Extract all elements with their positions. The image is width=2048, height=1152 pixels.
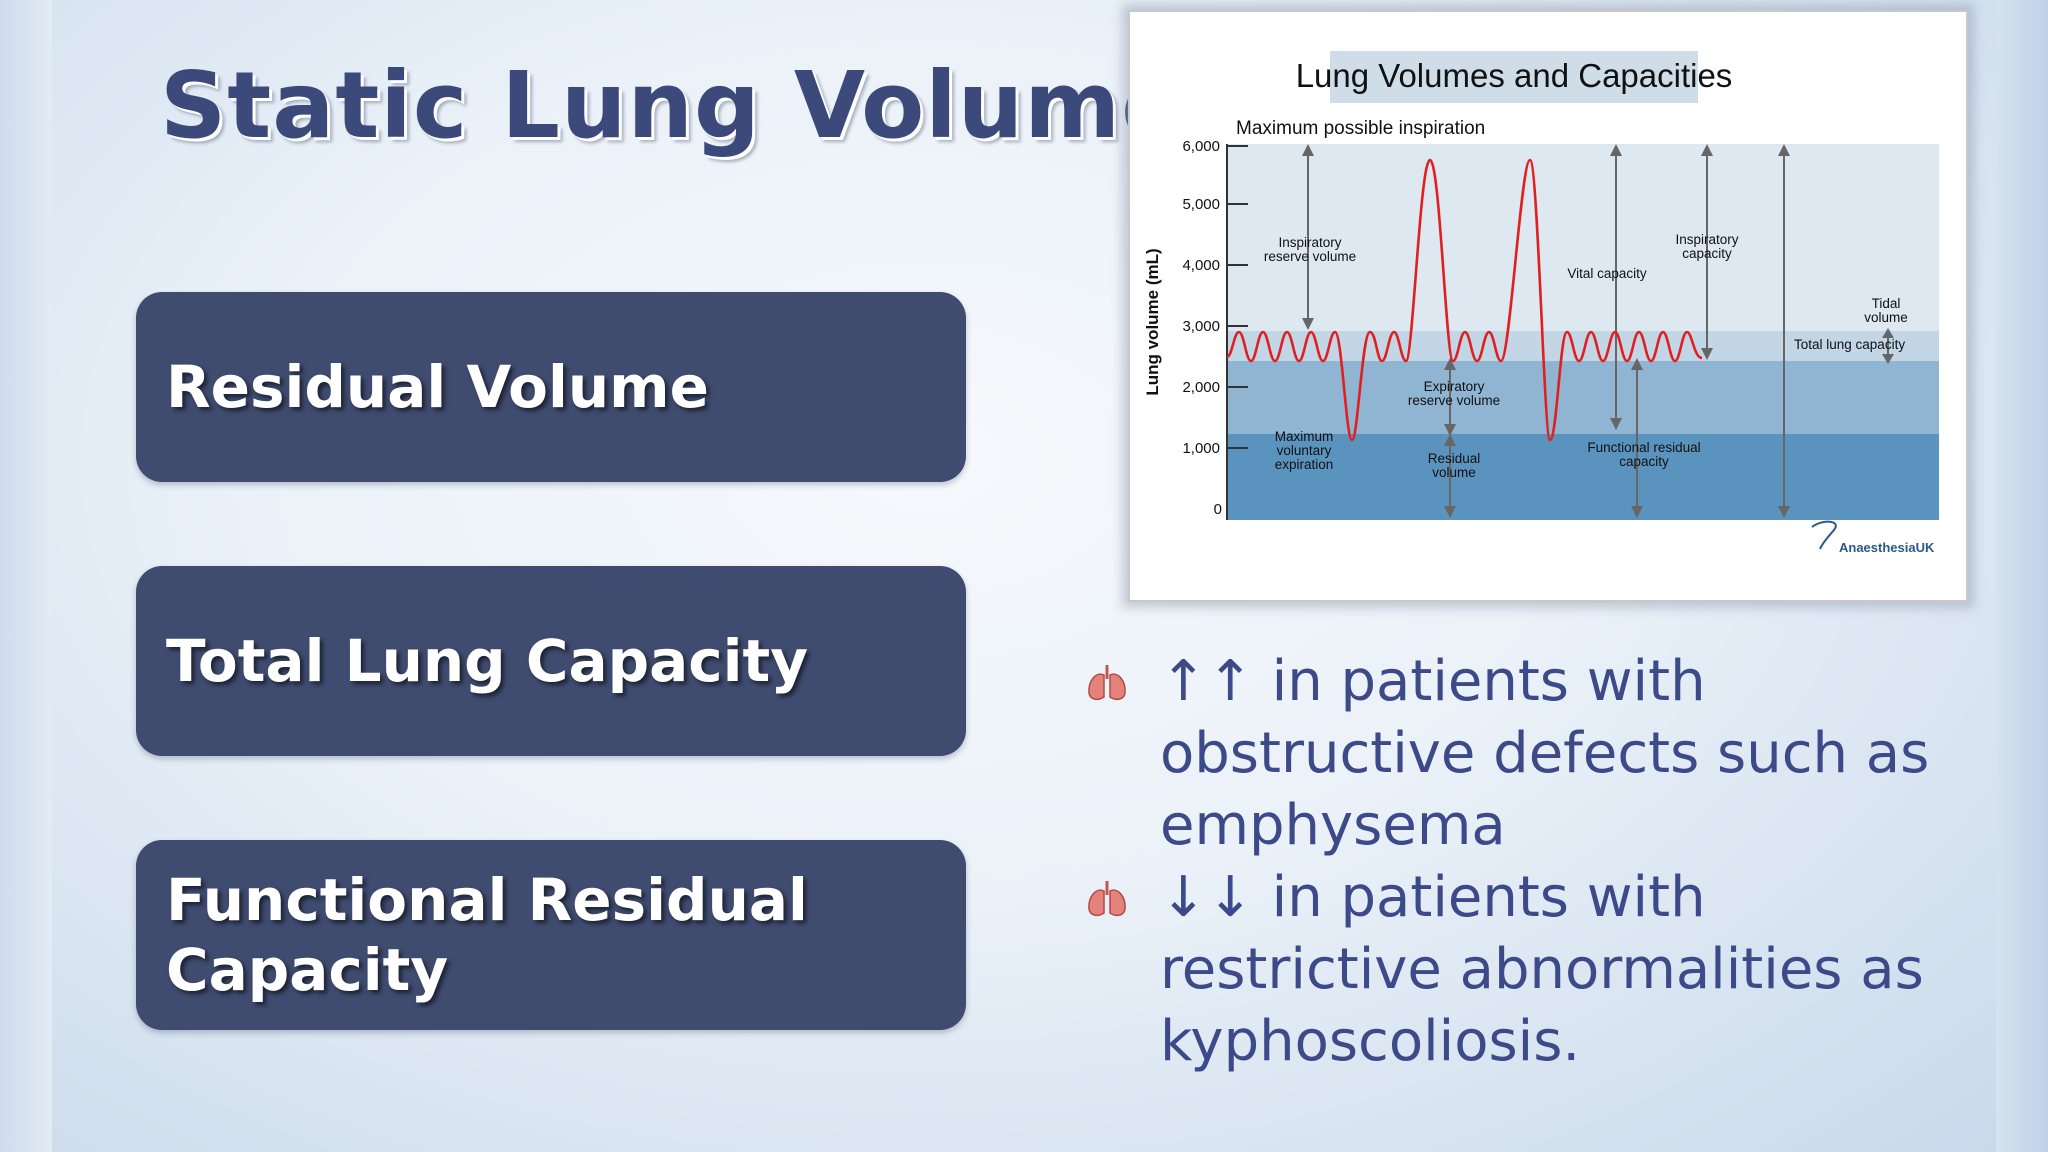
arrowhead: [1701, 348, 1713, 360]
label-inspiratory-capacity-2: capacity: [1682, 246, 1732, 261]
label-tidal-volume-1: Tidal: [1872, 296, 1901, 311]
bullet-item: ↑↑ in patients with obstructive defects …: [1084, 646, 1964, 862]
label-inspiratory-reserve-2: reserve volume: [1264, 249, 1356, 264]
arrowhead: [1444, 506, 1456, 518]
bullet-text: ↑↑ in patients with obstructive defects …: [1160, 649, 1930, 858]
arrowhead: [1444, 424, 1456, 436]
arrowhead: [1631, 358, 1643, 370]
label-expiratory-reserve-1: Expiratory: [1424, 379, 1485, 394]
arrowhead: [1778, 144, 1790, 156]
y-tick-label: 4,000: [1182, 257, 1220, 274]
arrowhead: [1631, 506, 1643, 518]
card-label: Residual Volume: [166, 353, 709, 421]
label-max-voluntary-expiration-1: Maximum: [1275, 429, 1334, 444]
bullet-list: ↑↑ in patients with obstructive defects …: [1084, 646, 1964, 1078]
card-functional-residual-capacity: Functional Residual Capacity: [136, 840, 966, 1030]
label-inspiratory-reserve-1: Inspiratory: [1278, 235, 1341, 250]
y-ticks: 6,000 5,000 4,000 3,000 2,000 1,000 0: [1182, 138, 1248, 518]
arrowhead: [1444, 358, 1456, 370]
label-expiratory-reserve-2: reserve volume: [1408, 393, 1500, 408]
spirometry-trace: [1226, 158, 1703, 442]
label-functional-residual-2: capacity: [1619, 454, 1669, 469]
brand-swoosh-icon: [1811, 520, 1837, 550]
label-vital-capacity: Vital capacity: [1567, 266, 1647, 281]
label-residual-volume-1: Residual: [1428, 451, 1481, 466]
y-tick-label: 1,000: [1182, 440, 1220, 457]
y-tick-label: 3,000: [1182, 318, 1220, 335]
lung-volumes-figure: Lung Volumes and Capacities 6,000 5,000 …: [1128, 10, 1968, 602]
label-residual-volume-2: volume: [1432, 465, 1476, 480]
arrowhead: [1302, 144, 1314, 156]
arrowhead: [1444, 434, 1456, 446]
card-total-lung-capacity: Total Lung Capacity: [136, 566, 966, 756]
arrowhead: [1882, 328, 1894, 338]
arrowhead: [1610, 144, 1622, 156]
band-expiratory-reserve: [1227, 361, 1939, 434]
lungs-icon: [1088, 881, 1126, 917]
lungs-icon: [1088, 665, 1126, 701]
label-tidal-volume-2: volume: [1864, 310, 1908, 325]
arrowhead: [1701, 144, 1713, 156]
bullet-text: ↓↓ in patients with restrictive abnormal…: [1160, 865, 1924, 1074]
card-label: Functional Residual Capacity: [166, 866, 808, 1004]
lung-volumes-diagram: Lung Volumes and Capacities 6,000 5,000 …: [1143, 51, 1939, 555]
y-axis-label: Lung volume (mL): [1143, 248, 1162, 395]
slide-title-text: Static Lung Volumes: [160, 52, 1241, 159]
slide-title: Static Lung Volumes: [160, 58, 1240, 154]
annotations: Inspiratory reserve volume Vital capacit…: [1264, 232, 1908, 480]
label-total-lung-capacity: Total lung capacity: [1794, 337, 1905, 352]
arrowheads: [1302, 144, 1894, 518]
band-inspiratory-reserve: [1227, 144, 1939, 331]
figure-title-box: [1330, 51, 1698, 103]
card-residual-volume: Residual Volume: [136, 292, 966, 482]
label-max-voluntary-expiration-3: expiration: [1275, 457, 1334, 472]
label-inspiratory-capacity-1: Inspiratory: [1675, 232, 1738, 247]
label-max-voluntary-expiration-2: voluntary: [1277, 443, 1332, 458]
max-inspiration-label: Maximum possible inspiration: [1236, 118, 1485, 139]
brand-logo: AnaesthesiaUK: [1839, 540, 1935, 555]
arrowhead: [1778, 506, 1790, 518]
arrowhead: [1882, 354, 1894, 364]
figure-title: Lung Volumes and Capacities: [1296, 57, 1733, 94]
y-tick-label: 2,000: [1182, 379, 1220, 396]
y-tick-label: 0: [1214, 501, 1222, 518]
label-functional-residual-1: Functional residual: [1587, 440, 1700, 455]
bullet-item: ↓↓ in patients with restrictive abnormal…: [1084, 862, 1964, 1078]
arrowhead: [1302, 318, 1314, 330]
arrowhead: [1610, 418, 1622, 430]
left-margin-strip: [0, 0, 52, 1152]
band-residual: [1227, 434, 1939, 520]
y-tick-label: 6,000: [1182, 138, 1220, 155]
right-margin-strip: [1996, 0, 2048, 1152]
y-tick-label: 5,000: [1182, 196, 1220, 213]
card-label: Total Lung Capacity: [166, 627, 809, 695]
arrows: [1307, 150, 1889, 512]
